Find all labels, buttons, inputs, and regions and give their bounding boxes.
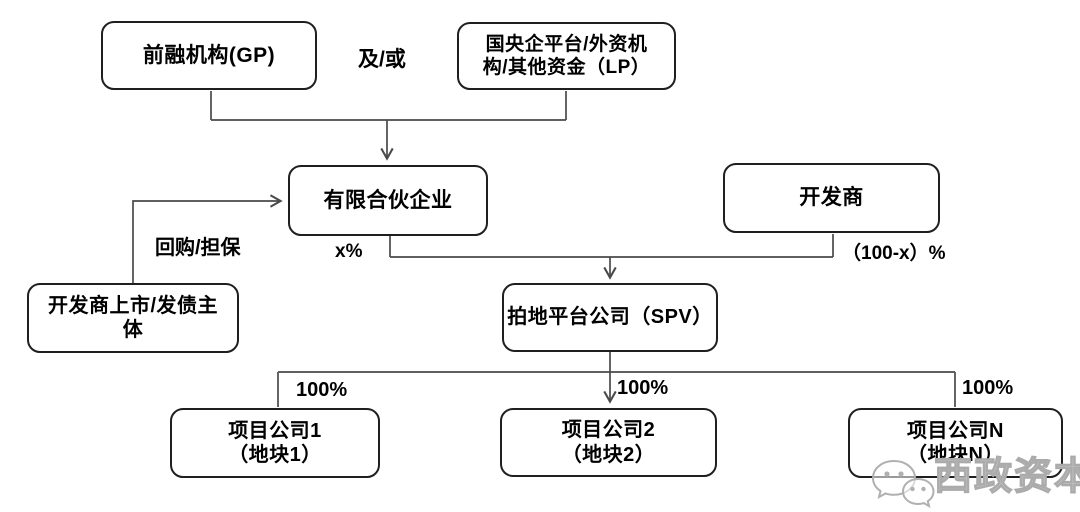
node-project-company-1-line1: 项目公司1	[228, 419, 322, 442]
node-developer-listed-issuer: 开发商上市/发债主 体	[27, 283, 239, 353]
node-lp-label-line1: 国央企平台/外资机	[485, 33, 648, 55]
label-buyback-guarantee: 回购/担保	[155, 237, 241, 259]
node-project-company-2-line2: （地块2）	[561, 443, 656, 466]
node-developer-listed-issuer-line1: 开发商上市/发债主	[47, 294, 219, 317]
node-project-company-2-line1: 项目公司2	[561, 419, 656, 442]
label-100-percent-1: 100%	[296, 379, 348, 401]
node-developer-listed-issuer-line2: 体	[122, 319, 144, 341]
node-project-company-1: 项目公司1 （地块1）	[170, 408, 380, 478]
node-limited-partnership: 有限合伙企业	[288, 165, 488, 236]
label-x-percent: x%	[335, 241, 363, 262]
node-gp-label: 前融机构(GP)	[142, 43, 276, 67]
node-spv-platform-label: 拍地平台公司（SPV）	[507, 306, 713, 329]
label-100-percent-2: 100%	[617, 377, 669, 399]
node-project-company-1-line2: （地块1）	[228, 444, 322, 466]
node-gp: 前融机构(GP)	[101, 21, 317, 90]
node-lp-label-line2: 构/其他资金（LP）	[482, 57, 651, 78]
edge-issuer-to-partnership-arrow	[132, 194, 283, 284]
node-project-company-n-line2: （地块N）	[907, 444, 1004, 466]
node-developer: 开发商	[723, 163, 940, 233]
node-project-company-2: 项目公司2 （地块2）	[500, 408, 717, 477]
node-lp: 国央企平台/外资机 构/其他资金（LP）	[457, 22, 676, 90]
label-100-percent-3: 100%	[962, 377, 1014, 399]
node-project-company-n: 项目公司N （地块N）	[848, 408, 1063, 478]
node-limited-partnership-label: 有限合伙企业	[323, 188, 453, 212]
node-project-company-n-line1: 项目公司N	[907, 419, 1004, 442]
label-and-or: 及/或	[358, 48, 406, 71]
label-100-minus-x-percent: （100-x）%	[842, 243, 946, 264]
node-spv-platform: 拍地平台公司（SPV）	[502, 283, 718, 352]
node-developer-label: 开发商	[799, 186, 864, 210]
